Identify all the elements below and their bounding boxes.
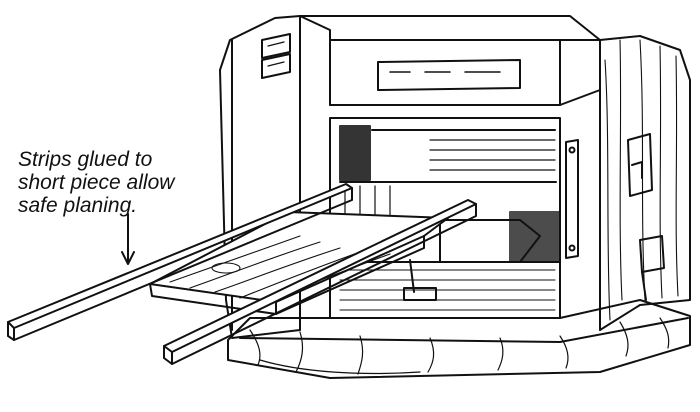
caption-line: safe planing. <box>18 194 138 217</box>
workpiece-board <box>7 183 477 365</box>
caption-line: short piece allow <box>18 171 175 194</box>
caption-pointer-arrow <box>121 213 135 265</box>
planer-base <box>227 299 691 379</box>
planer-throat <box>329 117 561 319</box>
illustration-caption: Strips glued to short piece allow safe p… <box>18 148 208 217</box>
caption-line: Strips glued to <box>18 148 153 171</box>
